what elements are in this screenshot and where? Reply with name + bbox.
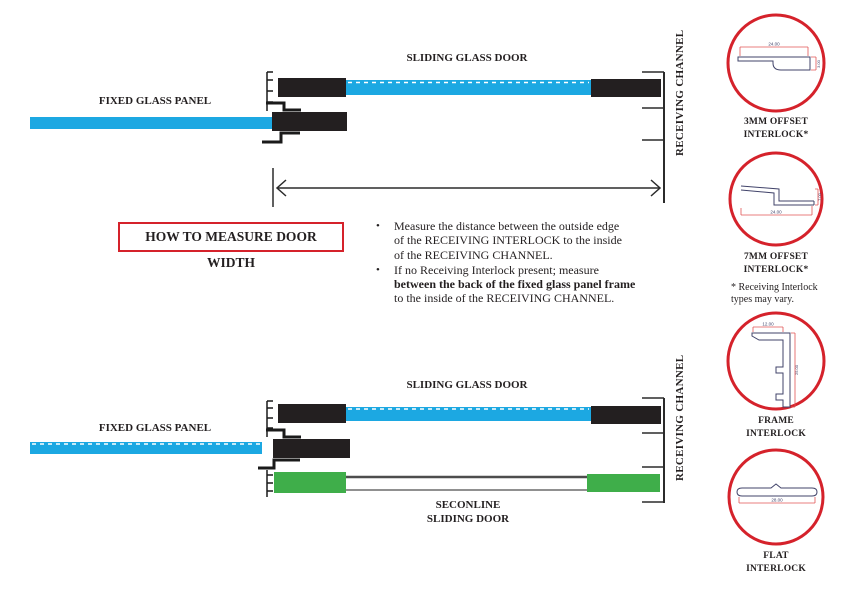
dim-line-frame-width (752, 326, 784, 332)
bottom-sliding-door-bar (346, 407, 591, 421)
profile-frame-interlock (751, 332, 791, 408)
top-fixed-glass-panel-bar (30, 117, 273, 129)
detail-circle-7mm (728, 151, 824, 247)
instruction-item-2: • If no Receiving Interlock present; mea… (374, 263, 679, 306)
dim-line-3mm-width (739, 46, 809, 56)
seconline-door-interlock (274, 472, 346, 493)
dim-text-frame-width: 12.00 (762, 322, 774, 327)
top-receiving-channel-label: RECEIVING CHANNEL (674, 29, 686, 156)
top-receiving-channel-ticks (642, 71, 664, 141)
dim-line-frame-height (791, 332, 796, 408)
detail-label-flat-line2: INTERLOCK (746, 564, 806, 574)
top-sliding-door-label: SLIDING GLASS DOOR (406, 52, 528, 64)
detail-label-flat-line1: FLAT (763, 551, 789, 561)
instruction-line: If no Receiving Interlock present; measu… (394, 262, 599, 277)
dim-line-7mm-width (740, 206, 813, 216)
bottom-fixed-panel-interlock (273, 439, 350, 458)
bottom-receiving-interlock-hook (266, 428, 301, 439)
top-interlock-bracket (266, 71, 273, 111)
dim-line-7mm-height (815, 188, 819, 206)
top-fixed-panel-label: FIXED GLASS PANEL (98, 95, 212, 107)
detail-label-3mm-line2: INTERLOCK* (743, 130, 809, 140)
instruction-line: of the RECEIVING CHANNEL. (394, 247, 553, 262)
dim-line-flat-width (738, 497, 816, 504)
dim-text-frame-height: 25.00 (794, 364, 799, 375)
interlock-detail-3: 12.00 25.00 (726, 311, 826, 411)
bottom-sliding-door-interlock (278, 404, 346, 423)
bottom-diagram (30, 397, 665, 503)
detail-label-7mm-line2: INTERLOCK* (743, 265, 809, 275)
instruction-line: to the inside of the RECEIVING CHANNEL. (394, 291, 615, 306)
dim-line-3mm-height (811, 56, 817, 71)
seconline-label-line1: SECONLINE (435, 499, 501, 511)
top-sliding-door-interlock (278, 78, 346, 97)
top-fixed-panel-interlock (272, 112, 347, 131)
top-diagram (30, 71, 665, 207)
detail-circle-flat (727, 448, 825, 546)
bullet-dot: • (376, 220, 380, 232)
instruction-item-1: • Measure the distance between the outsi… (374, 219, 679, 262)
bottom-fixed-panel-label: FIXED GLASS PANEL (98, 422, 212, 434)
detail-label-7mm-line1: 7MM OFFSET (743, 252, 808, 262)
measure-arrow-right-head (650, 179, 662, 197)
dim-text-3mm-width: 24.00 (768, 42, 780, 47)
interlock-note-line1: * Receiving Interlock (731, 282, 818, 293)
seconline-door-end-cap (587, 474, 660, 492)
instruction-line: Measure the distance between the outside… (394, 219, 620, 233)
bottom-sliding-door-end-cap (591, 406, 661, 424)
detail-circle-frame (726, 311, 826, 411)
bottom-receiving-channel-ticks (642, 397, 664, 503)
top-receiving-interlock-hook (266, 101, 301, 112)
instruction-line: of the RECEIVING INTERLOCK to the inside (394, 233, 622, 248)
detail-label-3mm-line1: 3MM OFFSET (743, 117, 808, 127)
bottom-fixed-panel-hook (258, 458, 300, 470)
profile-3mm-offset (737, 56, 811, 71)
how-to-measure-box: HOW TO MEASURE DOOR WIDTH (118, 222, 344, 270)
interlock-note-line2: types may vary. (731, 294, 794, 305)
profile-7mm-offset (740, 185, 815, 206)
instruction-line-bold: between the back of the fixed glass pane… (394, 277, 636, 292)
bottom-interlock-bracket (266, 400, 273, 437)
profile-flat-interlock (736, 483, 818, 497)
top-sliding-door-end-cap (591, 79, 661, 97)
detail-circle-3mm (726, 13, 826, 113)
dim-text-flat-width: 28.00 (771, 498, 783, 503)
measure-arrow-left-head (275, 179, 287, 197)
seconline-label-line2: SLIDING DOOR (426, 513, 510, 525)
top-fixed-panel-hook (262, 131, 300, 144)
interlock-detail-4: 28.00 (727, 448, 825, 546)
dim-text-3mm-height: 3.00 (816, 59, 821, 68)
bottom-receiving-channel-label: RECEIVING CHANNEL (674, 354, 686, 481)
dim-text-7mm-height: 7.00 (817, 192, 822, 201)
bottom-fixed-glass-panel-bar (30, 442, 262, 454)
instructions: • Measure the distance between the outsi… (374, 219, 679, 307)
detail-label-frame-line1: FRAME (758, 416, 794, 426)
bottom-sliding-door-label: SLIDING GLASS DOOR (406, 379, 528, 391)
top-sliding-door-bar (346, 80, 591, 95)
interlock-detail-1: 24.00 3.00 (726, 13, 826, 113)
dim-text-7mm-width: 24.00 (770, 210, 782, 215)
bullet-dot: • (376, 263, 380, 276)
seconline-bracket (266, 470, 273, 497)
interlock-detail-2: 24.00 7.00 (728, 151, 824, 247)
detail-label-frame-line2: INTERLOCK (746, 429, 806, 439)
